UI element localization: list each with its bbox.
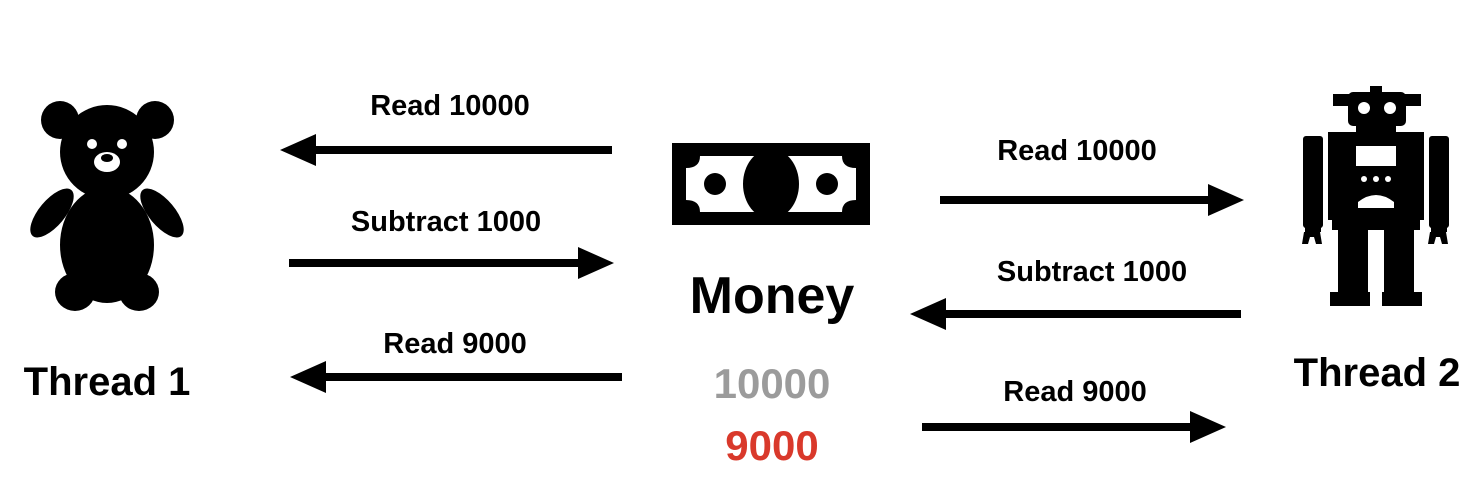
t1-read-initial-label: Read 10000 [370, 90, 530, 122]
t2-read-final-label: Read 9000 [1003, 376, 1147, 408]
t1-subtract-label: Subtract 1000 [350, 206, 542, 238]
thread-2-label: Thread 2 [1293, 351, 1461, 395]
t2-read-initial-label: Read 10000 [997, 135, 1157, 167]
t2-subtract-label: Subtract 1000 [996, 256, 1188, 288]
money-new-value: 9000 [725, 422, 819, 469]
money-old-value: 10000 [713, 360, 831, 407]
thread-1-label: Thread 1 [23, 360, 191, 404]
teddy-bear-icon [30, 101, 184, 311]
t1-read-final-label: Read 9000 [383, 328, 527, 360]
banknote-icon [672, 143, 870, 225]
money-label: Money [689, 267, 855, 325]
robot-icon [1302, 86, 1449, 306]
